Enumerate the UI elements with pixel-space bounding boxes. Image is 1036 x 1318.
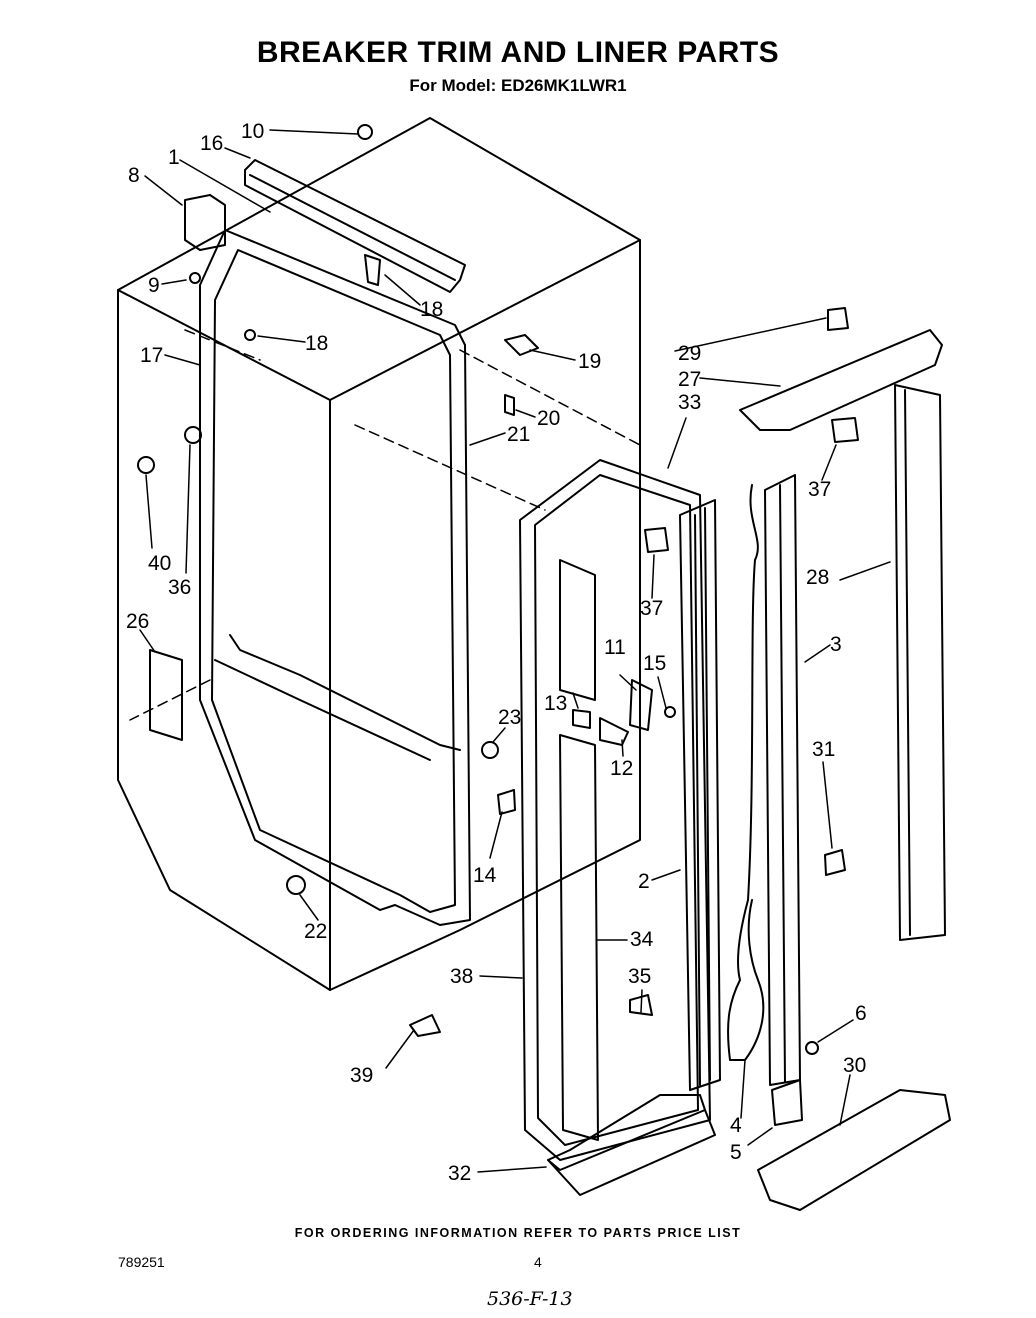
liner-panel <box>199 229 471 926</box>
alignment-lines <box>129 329 641 721</box>
callout-labels: 10 16 1 8 9 18 18 17 19 20 21 40 36 26 2… <box>126 120 867 1185</box>
breaker-strip-2 <box>679 499 721 1091</box>
callout-32: 33 <box>678 391 701 414</box>
callout-39: 39 <box>350 1064 373 1087</box>
callout-4: 4 <box>730 1114 742 1137</box>
handwritten-code: 536-F-13 <box>487 1288 573 1310</box>
small-parts <box>137 124 859 1126</box>
callout-28: 28 <box>806 566 829 589</box>
callout-16: 16 <box>200 132 223 155</box>
top-trim-16 <box>244 159 466 293</box>
page-title: BREAKER TRIM AND LINER PARTS <box>256 36 780 69</box>
breaker-strip-3 <box>764 474 801 1086</box>
callout-20: 20 <box>537 407 560 430</box>
callout-23: 23 <box>498 706 521 729</box>
leader-lines <box>139 129 891 1173</box>
callout-11: 11 <box>604 636 626 659</box>
callout-29: 30 <box>843 1054 866 1077</box>
callout-27: 27 <box>678 368 701 391</box>
callout-6: 6 <box>855 1002 867 1025</box>
callout-26: 26 <box>126 610 149 633</box>
ordering-info-footer: FOR ORDERING INFORMATION REFER TO PARTS … <box>294 1226 742 1240</box>
document-number: 789251 <box>118 1254 165 1270</box>
callout-13: 13 <box>544 692 567 715</box>
callout-1: 1 <box>168 146 180 169</box>
callout-37-right: 37 <box>808 478 831 501</box>
page-number: 4 <box>534 1254 542 1270</box>
callout-36: 36 <box>168 576 191 599</box>
callout-10: 10 <box>241 120 264 143</box>
callout-37-center: 37 <box>640 597 663 620</box>
callout-2: 2 <box>638 870 650 893</box>
callout-18-top: 18 <box>420 298 443 321</box>
callout-15: 15 <box>643 652 666 675</box>
callout-31: 31 <box>812 738 835 761</box>
heater-wire-4 <box>727 484 765 1061</box>
callout-18-mid: 18 <box>305 332 328 355</box>
callout-17: 17 <box>140 344 163 367</box>
callout-30: 29 <box>678 342 701 365</box>
callout-19: 19 <box>578 350 601 373</box>
callout-33: 34 <box>630 928 654 951</box>
model-subtitle: For Model: ED26MK1LWR1 <box>409 76 627 95</box>
cabinet-outline <box>117 117 641 991</box>
callout-14: 14 <box>473 864 497 887</box>
callout-9: 9 <box>148 274 160 297</box>
callout-40: 40 <box>148 552 171 575</box>
callout-22: 22 <box>304 920 327 943</box>
callout-35: 35 <box>628 965 651 988</box>
callout-8: 8 <box>128 164 140 187</box>
callout-5: 5 <box>730 1141 742 1164</box>
callout-38: 38 <box>450 965 473 988</box>
mullion-liner-assembly <box>519 459 716 1196</box>
callout-34: 32 <box>448 1162 471 1185</box>
callout-3: 3 <box>830 633 842 656</box>
right-trim-assembly <box>739 329 951 1211</box>
callout-21: 21 <box>507 423 530 446</box>
callout-12: 12 <box>610 757 633 780</box>
